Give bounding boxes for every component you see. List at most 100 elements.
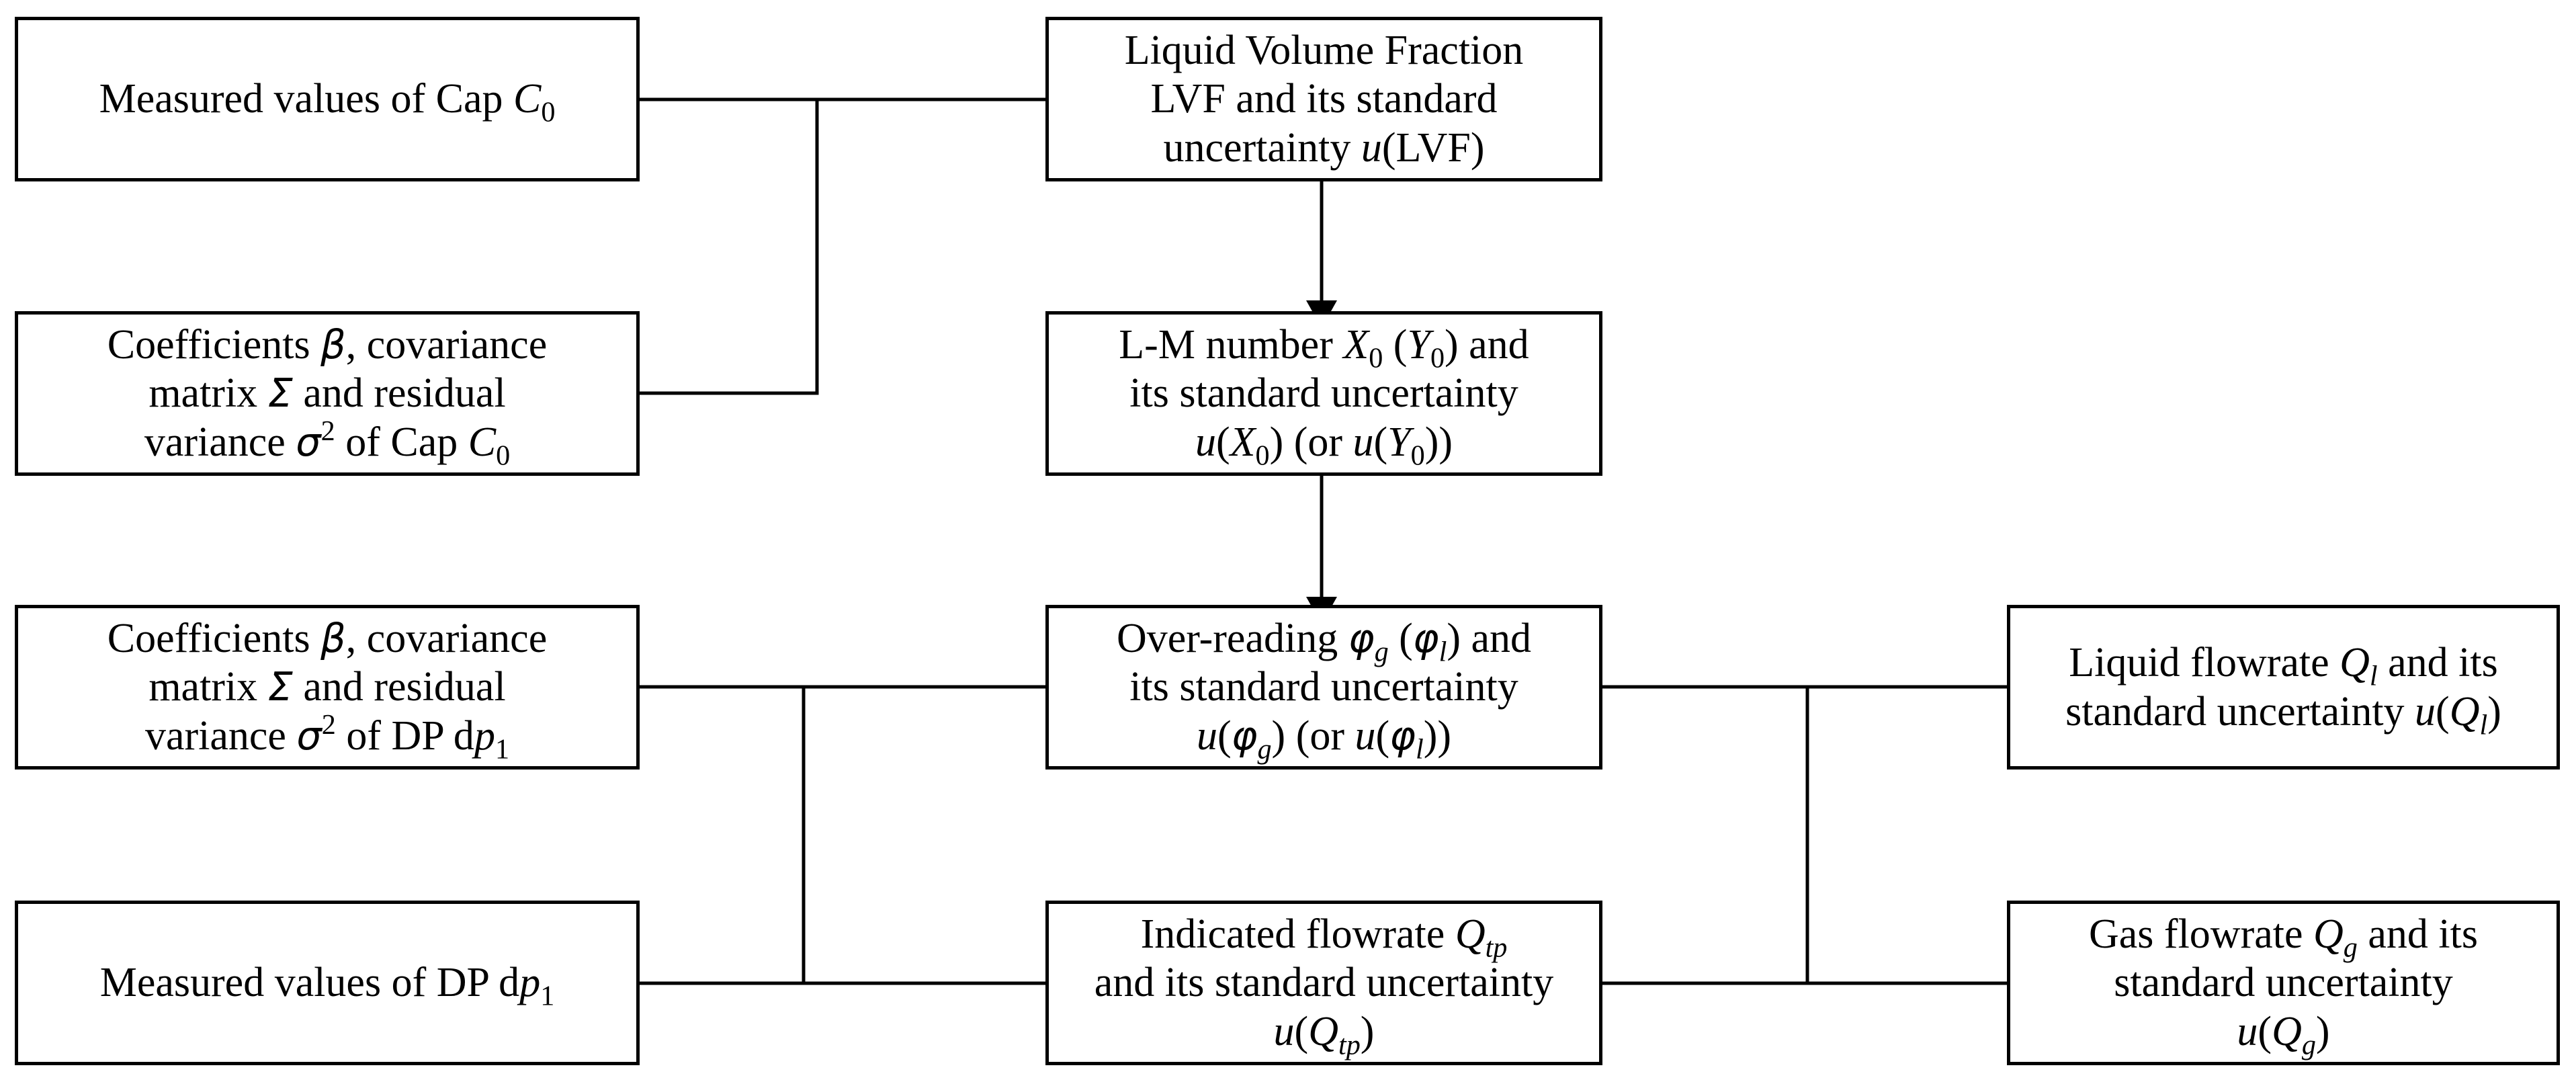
box-text-segment: σ bbox=[296, 712, 322, 759]
box-text-segment: and its bbox=[2357, 911, 2478, 957]
box-text-line: standard uncertainty u(Ql) bbox=[2065, 688, 2501, 739]
box-text-segment: Y bbox=[1387, 419, 1411, 465]
box-text-segment: ) bbox=[1360, 1008, 1375, 1054]
box-text-segment: Q bbox=[2339, 639, 2370, 686]
box-text-segment: and residual bbox=[292, 370, 506, 417]
box-text-line: Measured values of DP dp1 bbox=[100, 958, 555, 1010]
box-text-segment: u bbox=[1196, 712, 1217, 759]
box-dp-measured: Measured values of DP dp1 bbox=[15, 901, 640, 1065]
box-text-line: its standard uncertainty bbox=[1129, 663, 1518, 712]
box-text-line: its standard uncertainty bbox=[1129, 369, 1518, 418]
box-text-segment: C bbox=[513, 76, 542, 122]
box-text-segment: ( bbox=[2258, 1008, 2272, 1054]
box-text-segment: Gas flowrate bbox=[2089, 911, 2313, 957]
box-text-segment: φ bbox=[1348, 614, 1375, 661]
box-text-segment: Q bbox=[1308, 1008, 1338, 1054]
box-text-segment: g bbox=[2301, 1029, 2316, 1061]
box-text-segment: and residual bbox=[292, 664, 506, 710]
box-text-segment: ( bbox=[1217, 712, 1232, 759]
box-text-line: matrix Σ and residual bbox=[148, 369, 505, 418]
box-text-segment: ) and bbox=[1445, 321, 1529, 368]
box-text-segment: standard uncertainty bbox=[2114, 960, 2453, 1006]
box-text-segment: φ bbox=[1389, 712, 1416, 759]
box-text-segment: its standard uncertainty bbox=[1129, 664, 1518, 710]
box-text-segment: l bbox=[2369, 660, 2378, 692]
box-text-segment: uncertainty bbox=[1163, 124, 1361, 171]
box-text-segment: 1 bbox=[495, 733, 510, 765]
box-text-segment: p bbox=[474, 712, 495, 759]
box-text-line: u(Qtp) bbox=[1273, 1007, 1375, 1059]
box-text-segment: φ bbox=[1231, 712, 1258, 759]
box-text-segment: p bbox=[519, 960, 541, 1006]
box-text-segment: variance bbox=[144, 712, 297, 759]
box-text-segment: β bbox=[320, 614, 346, 661]
box-text-segment: ) (or bbox=[1271, 712, 1355, 759]
box-text-segment: u bbox=[1355, 712, 1376, 759]
box-text-segment: u bbox=[1195, 419, 1216, 465]
box-text-line: and its standard uncertainty bbox=[1094, 958, 1554, 1007]
box-text-line: LVF and its standard bbox=[1150, 75, 1497, 124]
box-text-segment: matrix bbox=[148, 664, 268, 710]
box-text-segment: matrix bbox=[148, 370, 268, 417]
box-text-segment: g bbox=[2343, 931, 2358, 964]
box-text-segment: ) (or bbox=[1269, 419, 1353, 465]
box-text-segment: l bbox=[1416, 733, 1424, 765]
box-text-line: Coefficients β, covariance bbox=[108, 614, 547, 663]
box-text-segment: l bbox=[2479, 708, 2488, 741]
box-text-segment: LVF and its standard bbox=[1150, 76, 1498, 122]
box-text-segment: variance bbox=[144, 419, 296, 465]
box-text-segment: σ bbox=[296, 418, 321, 465]
box-text-segment: , covariance bbox=[345, 321, 548, 368]
box-text-segment: ( bbox=[1294, 1008, 1309, 1054]
box-text-segment: L-M number bbox=[1119, 321, 1344, 368]
box-text-segment: g bbox=[1257, 733, 1272, 765]
box-text-segment: and its standard uncertainty bbox=[1094, 960, 1554, 1006]
box-text-segment: C bbox=[468, 419, 497, 465]
box-text-segment: u bbox=[1273, 1008, 1295, 1054]
box-text-segment: Coefficients bbox=[107, 615, 321, 661]
box-text-line: Gas flowrate Qg and its bbox=[2089, 910, 2478, 962]
box-text-line: Liquid flowrate Ql and its bbox=[2069, 638, 2498, 690]
box-text-segment: 0 bbox=[496, 440, 511, 472]
box-text-segment: tp bbox=[1485, 931, 1508, 964]
box-text-segment: u bbox=[1353, 419, 1374, 465]
box-text-segment: Liquid Volume Fraction bbox=[1124, 27, 1524, 73]
box-text-segment: φ bbox=[1412, 614, 1439, 661]
box-text-segment: u bbox=[2415, 688, 2436, 735]
box-text-segment: 0 bbox=[1430, 342, 1445, 374]
box-text-segment: standard uncertainty bbox=[2065, 688, 2415, 735]
box-text-line: L-M number X0 (Y0) and bbox=[1119, 321, 1529, 372]
box-text-segment: 0 bbox=[541, 96, 556, 128]
box-text-segment: g bbox=[1374, 636, 1389, 668]
box-text-segment: 0 bbox=[1255, 440, 1270, 472]
box-text-line: Liquid Volume Fraction bbox=[1125, 26, 1524, 75]
box-text-segment: Σ bbox=[267, 663, 293, 710]
box-text-segment: Measured values of Cap bbox=[99, 76, 513, 122]
box-text-segment: its standard uncertainty bbox=[1129, 370, 1518, 417]
box-text-segment: Σ bbox=[267, 370, 293, 417]
box-text-segment: ( bbox=[1373, 419, 1388, 465]
box-text-segment: Q bbox=[2449, 688, 2480, 735]
box-text-segment: u bbox=[2237, 1008, 2258, 1054]
box-text-line: Measured values of Cap C0 bbox=[99, 75, 556, 126]
box-text-line: matrix Σ and residual bbox=[148, 663, 505, 712]
box-text-segment: ( bbox=[1388, 615, 1413, 661]
box-text-segment: 2 bbox=[320, 415, 335, 447]
box-cap-measured: Measured values of Cap C0 bbox=[15, 17, 640, 181]
box-text-segment: X bbox=[1343, 321, 1369, 368]
box-text-line: u(X0) (or u(Y0)) bbox=[1195, 418, 1453, 470]
box-text-segment: Q bbox=[2313, 911, 2344, 957]
box-text-segment: 0 bbox=[1369, 342, 1383, 374]
box-text-segment: )) bbox=[1424, 419, 1453, 465]
box-text-segment: u bbox=[1361, 124, 1382, 171]
box-text-segment: ) bbox=[2487, 688, 2501, 735]
box-text-segment: Q bbox=[1455, 911, 1486, 957]
box-text-line: standard uncertainty bbox=[2114, 958, 2452, 1007]
